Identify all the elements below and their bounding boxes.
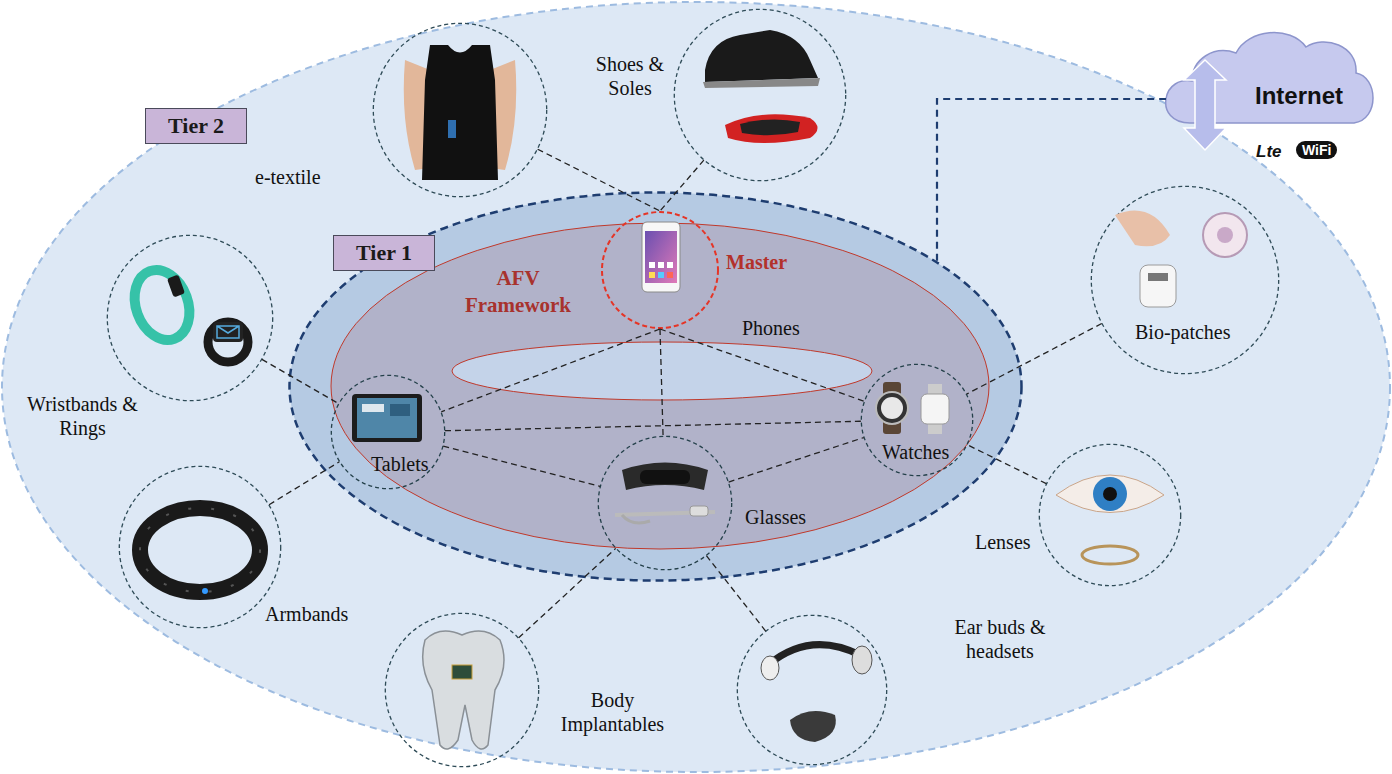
shoes-circle-outline (673, 8, 847, 182)
tablet-circle: Tablets (330, 374, 446, 490)
master-label: Master (726, 250, 787, 274)
device-label: Phones (742, 316, 800, 340)
glasses-circle-shape (598, 436, 731, 569)
implant-circle-outline (384, 612, 540, 768)
device-label: Armbands (265, 602, 348, 626)
etextile-circle-shape (373, 23, 546, 196)
device-label: Body Implantables (555, 688, 670, 736)
etextile-circle: e-textile (372, 22, 548, 198)
watch-circle-shape (861, 364, 972, 475)
afv-framework-ellipse-shape (331, 223, 989, 549)
master-phone-circle-outline (600, 210, 720, 330)
device-label: Tablets (371, 452, 428, 476)
tier-label: Tier 1 (333, 235, 435, 271)
wristband-circle-shape (107, 235, 272, 400)
shoes-circle: Shoes & Soles (673, 8, 847, 182)
network-badge: WiFi (1296, 141, 1337, 159)
armband-circle-shape (119, 466, 280, 627)
device-label: Glasses (745, 505, 806, 529)
lens-circle-outline (1038, 443, 1182, 587)
implant-circle: Body Implantables (384, 612, 540, 768)
biopatch-circle: Bio-patches (1090, 185, 1280, 375)
glasses-circle: Glasses (597, 435, 733, 571)
network-label: Lte (1256, 142, 1282, 162)
tier1-region: Tier 1AFV FrameworkMasterPhonesTabletsGl… (287, 190, 1024, 583)
framework-label: AFV Framework (448, 265, 588, 320)
etextile-circle-outline (372, 22, 548, 198)
implant-circle-shape (385, 613, 538, 766)
biopatch-circle-shape (1091, 186, 1278, 373)
glasses-circle-outline (597, 435, 733, 571)
device-label: Wristbands & Rings (20, 392, 145, 440)
armband-circle: Armbands (118, 465, 282, 629)
armband-circle-outline (118, 465, 282, 629)
lens-circle-shape (1039, 444, 1180, 585)
master-phone-circle-shape (602, 212, 718, 328)
tier-label: Tier 2 (145, 108, 247, 144)
master-phone-circle: MasterPhones (600, 210, 720, 330)
device-label: Lenses (975, 530, 1031, 554)
earbud-circle-outline (736, 614, 888, 766)
device-label: Ear buds & headsets (945, 615, 1055, 663)
watch-circle: Watches (860, 363, 974, 477)
wristband-circle: Wristbands & Rings (106, 234, 274, 402)
earbud-circle-shape (737, 615, 886, 764)
earbud-circle: Ear buds & headsets (736, 614, 888, 766)
wristband-circle-outline (106, 234, 274, 402)
lens-circle: Lenses (1038, 443, 1182, 587)
device-label: e-textile (255, 165, 321, 189)
biopatch-circle-outline (1090, 185, 1280, 375)
tier1-region-shape (290, 193, 1022, 581)
internet-cloud-shape (1166, 33, 1373, 123)
tablet-circle-shape (331, 375, 444, 488)
cloud-label: Internet (1255, 82, 1343, 111)
device-label: Bio-patches (1135, 320, 1231, 344)
device-label: Watches (882, 440, 949, 464)
shoes-circle-shape (674, 9, 845, 180)
device-label: Shoes & Soles (592, 52, 668, 100)
